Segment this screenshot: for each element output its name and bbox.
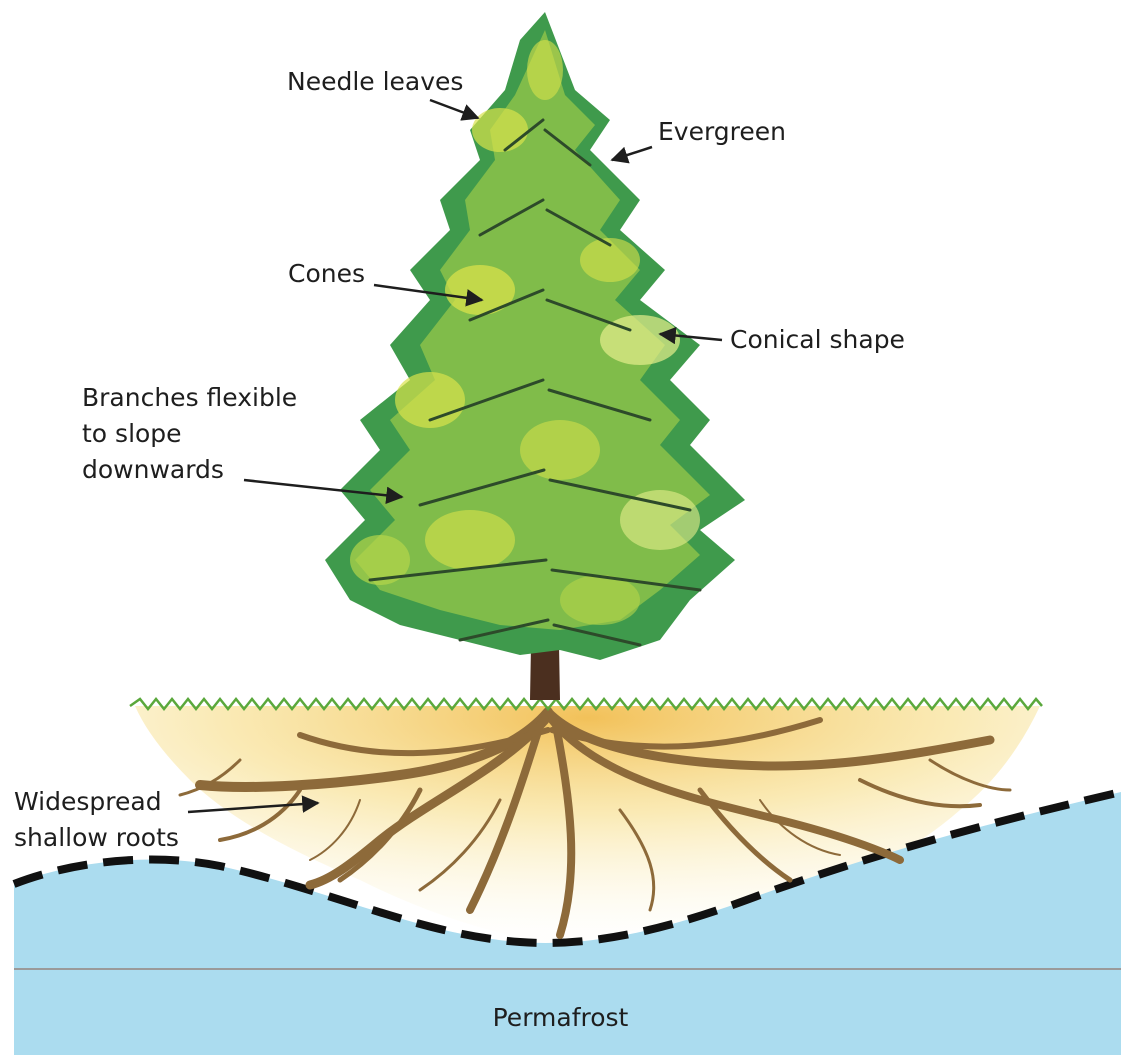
label-cones: Cones xyxy=(288,256,365,292)
label-roots-line-1: Widespread xyxy=(14,784,179,820)
label-permafrost: Permafrost xyxy=(0,1000,1121,1036)
label-branches-line-2: to slope xyxy=(82,416,297,452)
arrow-evergreen xyxy=(612,147,652,160)
label-branches: Branches flexible to slope downwards xyxy=(82,380,297,488)
label-branches-line-3: downwards xyxy=(82,452,297,488)
arrow-needle-leaves xyxy=(430,100,478,118)
label-branches-line-1: Branches flexible xyxy=(82,380,297,416)
label-needle-leaves: Needle leaves xyxy=(287,64,463,100)
label-roots-line-2: shallow roots xyxy=(14,820,179,856)
label-roots: Widespread shallow roots xyxy=(14,784,179,856)
label-conical-shape: Conical shape xyxy=(730,322,905,358)
label-evergreen: Evergreen xyxy=(658,114,786,150)
